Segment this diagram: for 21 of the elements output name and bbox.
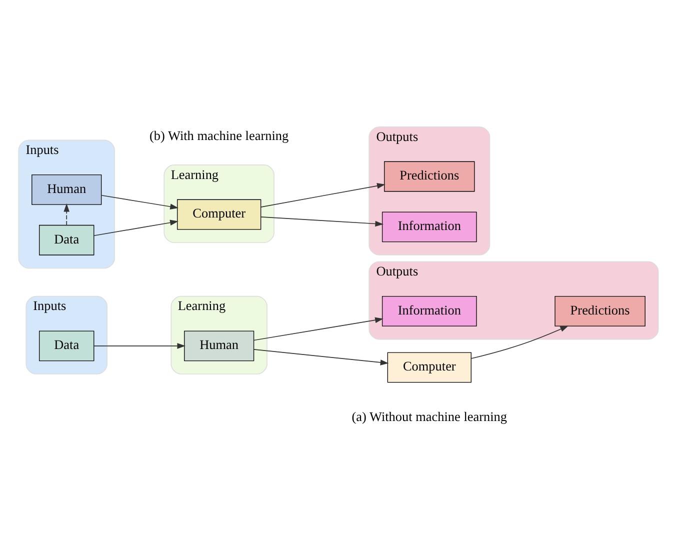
- arrow: [260, 216, 384, 226]
- node-box: Predictions: [384, 160, 475, 192]
- node-box: Data: [39, 224, 94, 255]
- label: (a) Without machine learning: [352, 408, 508, 424]
- label: (b) With machine learning: [150, 127, 289, 142]
- arrow: [64, 202, 70, 226]
- arrow: [101, 194, 178, 209]
- arrow: [260, 182, 386, 207]
- node-box: Data: [39, 330, 94, 361]
- node-box: Human: [32, 174, 102, 204]
- arrow: [94, 219, 178, 236]
- arrow: [94, 342, 186, 348]
- arrow: [253, 348, 389, 365]
- node-box: Information: [382, 211, 477, 242]
- node-box: Computer: [177, 198, 262, 230]
- node-box: Information: [382, 296, 477, 326]
- arrow: [470, 325, 568, 358]
- node-box: Human: [184, 330, 254, 361]
- node-box: Computer: [387, 352, 472, 382]
- node-box: Predictions: [554, 296, 646, 326]
- arrow: [253, 316, 384, 340]
